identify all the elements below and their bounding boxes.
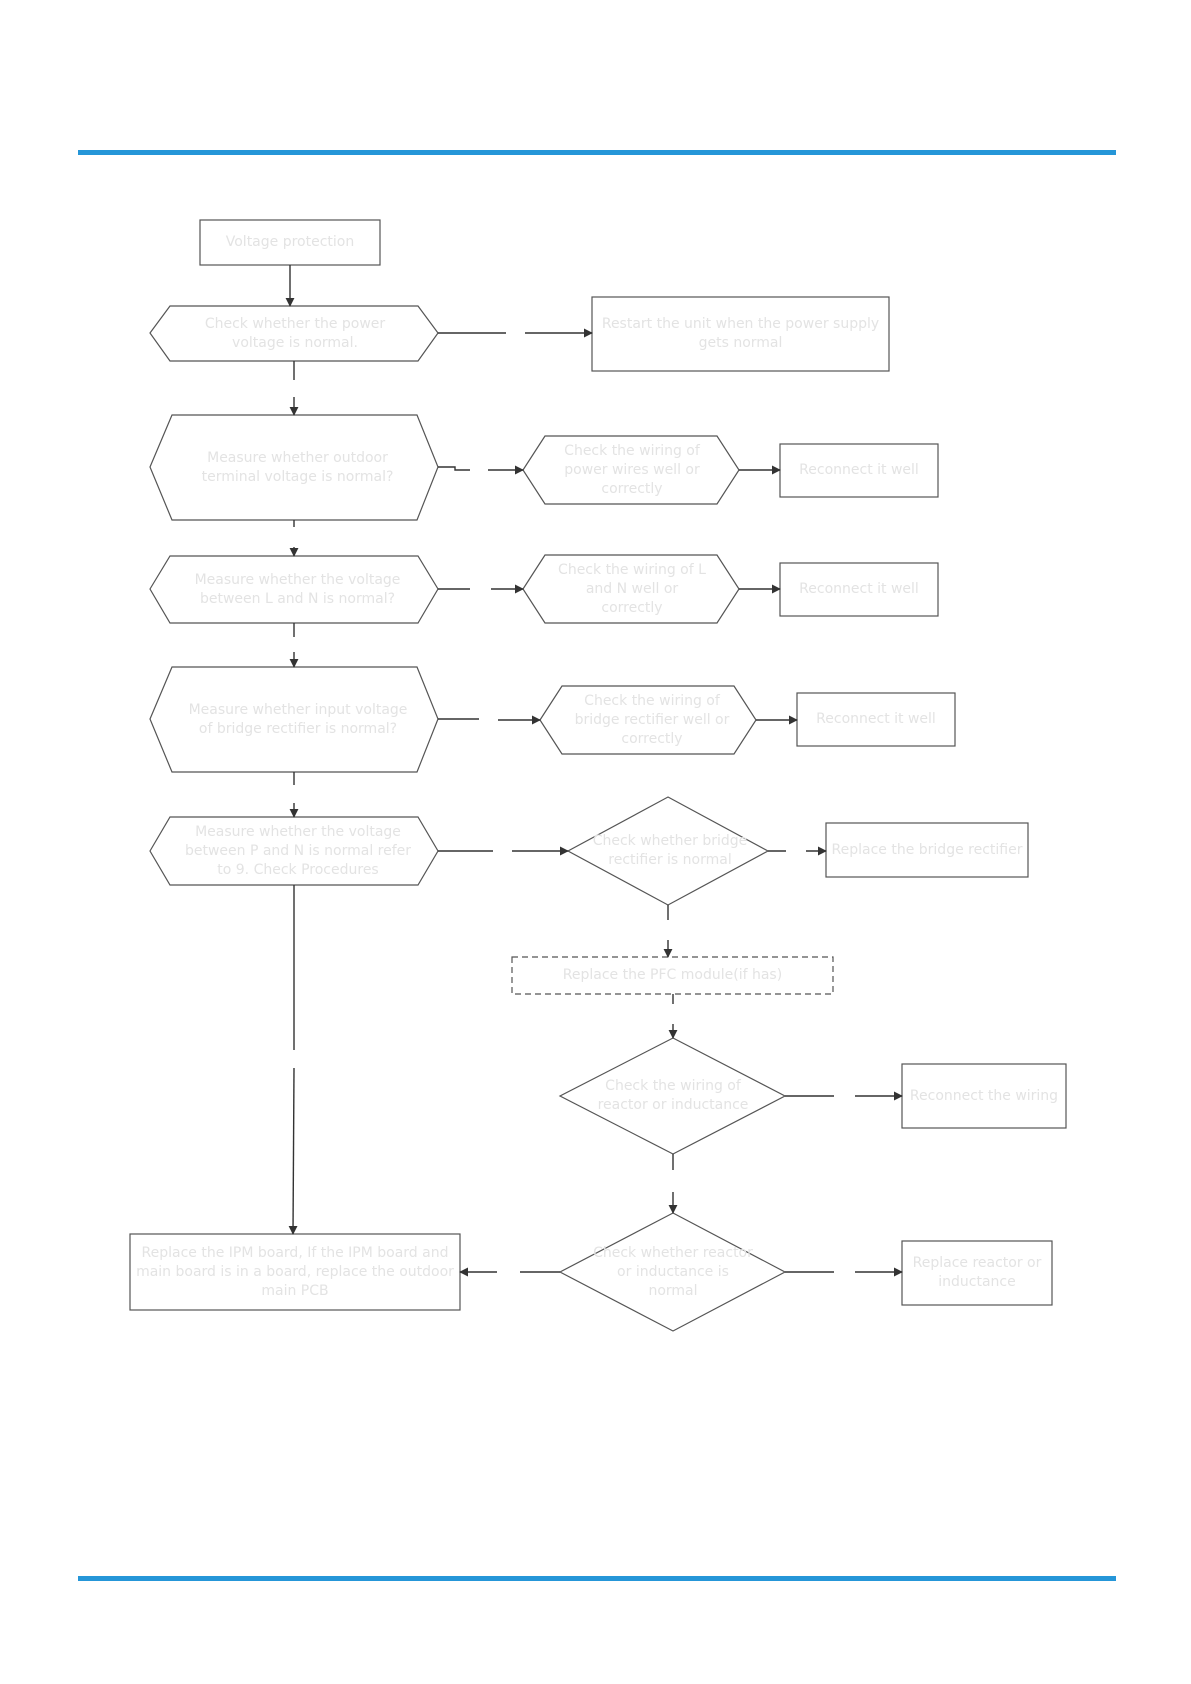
bridge-rectifier-label: Check whether bridge rectifier is normal [592,833,748,868]
start-label: Voltage protection [225,234,355,250]
power-voltage-label: Check whether the power voltage is norma… [204,316,386,351]
l-n-voltage-label: Measure whether the voltage between L an… [194,572,401,607]
decision-reactor-normal [558,1212,787,1332]
reconnect-label-1: Reconnect it well [799,462,919,478]
reconnect-label-3: Reconnect it well [816,711,936,727]
reactor-normal-label: Check whether reactor or inductance is n… [593,1244,753,1299]
replace-reactor-label: Replace reactor or inductance [912,1255,1042,1290]
restart-label: Restart the unit when the power supply g… [601,316,880,351]
header-rule [78,150,1116,155]
reactor-wiring-label: Check the wiring of reactor or inductanc… [597,1078,749,1113]
replace-bridge-label: Replace the bridge rectifier [831,841,1023,858]
bridge-wiring-label: Check the wiring of bridge rectifier wel… [574,692,730,747]
terminal-voltage-label: Measure whether outdoor terminal voltage… [201,449,394,485]
l-n-wiring-label: Check the wiring of L and N well or corr… [558,561,706,616]
reconnect-wiring-label: Reconnect the wiring [909,1087,1059,1104]
ipm-label: Replace the IPM board, If the IPM board … [136,1244,454,1299]
pfc-label: Replace the PFC module(if has) [562,967,783,983]
bridge-input-label: Measure whether input voltage of bridge … [188,701,408,737]
p-n-voltage-label: Measure whether the voltage between P an… [184,823,412,878]
pfc-box [511,956,834,995]
power-wiring-label: Check the wiring of power wires well or … [564,442,700,497]
footer-rule [78,1576,1116,1581]
reconnect-label-2: Reconnect it well [799,581,919,597]
